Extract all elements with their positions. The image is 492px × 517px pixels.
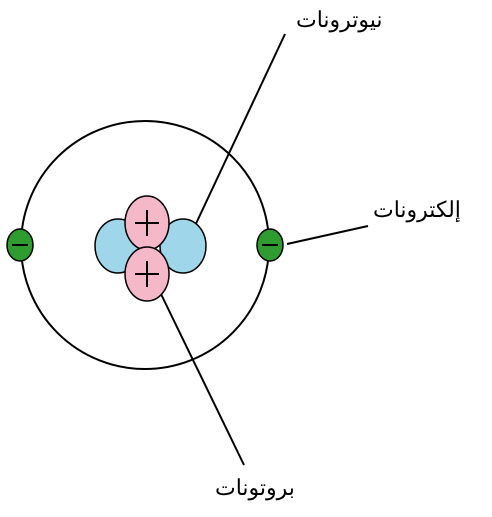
- protons-leader-line: [159, 291, 245, 466]
- plus-icon: [135, 210, 159, 236]
- plus-icon: [135, 261, 159, 287]
- label-protons: بروتونات: [215, 476, 295, 501]
- neutron-right: [159, 218, 207, 274]
- electrons-leader-line: [286, 225, 369, 245]
- label-neutrons: نيوترونات: [296, 8, 383, 33]
- label-electrons: إلكترونات: [373, 198, 461, 223]
- neutrons-leader-line: [192, 33, 286, 231]
